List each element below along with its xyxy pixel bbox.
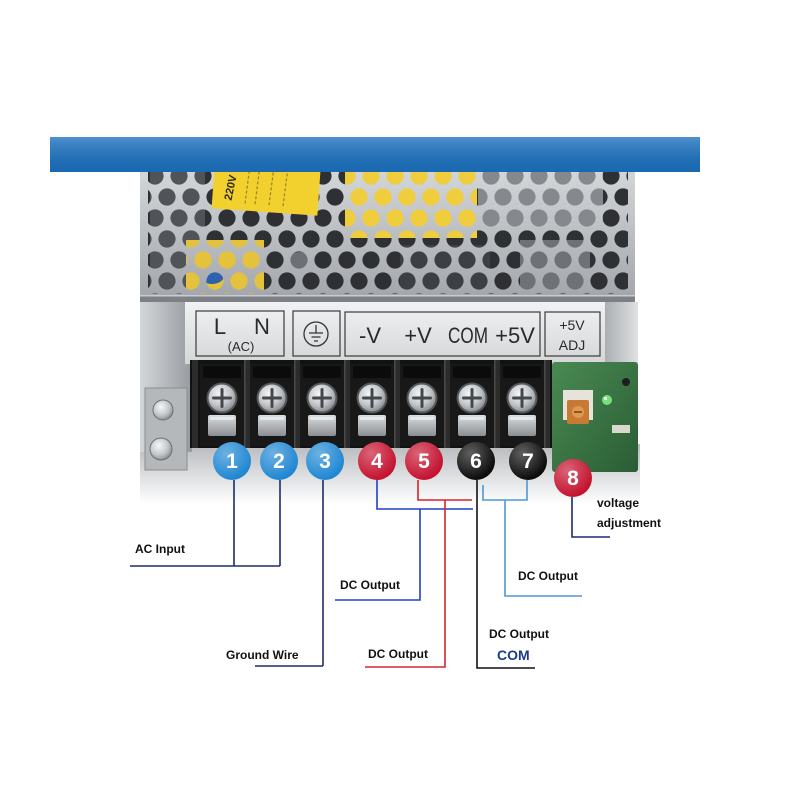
dc-output-neg-label: DC Output xyxy=(340,578,400,592)
label-adj-top: +5V xyxy=(559,317,585,333)
label-adj-bottom: ADJ xyxy=(559,337,585,353)
terminal-badge-8: 8 xyxy=(554,459,592,497)
ground-wire-leader-line xyxy=(255,480,324,667)
terminal-badge-3: 3 xyxy=(306,442,344,480)
bracket-screw-bottom xyxy=(149,437,173,461)
label-n: N xyxy=(254,314,270,339)
label-neg-v: -V xyxy=(359,323,381,348)
neg-v-leader-line xyxy=(335,480,473,601)
terminal-number-5: 5 xyxy=(418,450,430,473)
com-label: COM xyxy=(497,647,530,663)
pos-v-leader-line xyxy=(365,480,472,668)
mounting-bracket xyxy=(144,387,188,471)
terminal-number-7: 7 xyxy=(522,450,534,473)
terminal-label-panel: L N (AC) -V +V COM +5V +5V ADJ xyxy=(185,302,605,364)
label-pos-v: +V xyxy=(404,323,432,348)
sticker-voltage-text: 220V xyxy=(223,173,240,201)
terminal-badge-5: 5 xyxy=(405,442,443,480)
adj-leader-line xyxy=(571,497,610,538)
com-leader-line xyxy=(476,480,535,669)
terminal-badge-1: 1 xyxy=(213,442,251,480)
dc-output-pos-label: DC Output xyxy=(368,647,428,661)
bracket-screw-top xyxy=(152,399,174,421)
terminal-number-2: 2 xyxy=(273,450,285,473)
case-rim xyxy=(140,295,635,302)
terminal-screw-ground xyxy=(298,358,352,450)
terminal-badge-2: 2 xyxy=(260,442,298,480)
pcb-adjustment-area xyxy=(552,362,638,472)
dc-label-box xyxy=(344,311,541,357)
led-indicator xyxy=(602,395,612,405)
ac-label-box xyxy=(195,310,285,357)
ac-input-leader-line xyxy=(130,480,281,567)
terminal-number-8: 8 xyxy=(567,467,579,490)
top-banner xyxy=(50,137,700,172)
terminal-screw-l xyxy=(198,358,252,450)
plus-5v-leader-line xyxy=(482,480,582,597)
dc-output-com-label: DC Output xyxy=(489,627,549,641)
adjustment-label: adjustment xyxy=(597,516,661,530)
terminal-number-6: 6 xyxy=(470,450,482,473)
label-ac: (AC) xyxy=(228,339,255,354)
terminal-screw-pos-v xyxy=(398,358,452,450)
terminal-screw-neg-v xyxy=(348,358,402,450)
ac-input-label: AC Input xyxy=(135,542,185,556)
ground-label-box xyxy=(292,310,341,357)
label-l: L xyxy=(214,314,226,339)
terminal-block xyxy=(190,358,552,450)
terminal-badge-4: 4 xyxy=(358,442,396,480)
terminal-number-3: 3 xyxy=(319,450,331,473)
terminal-badge-6: 6 xyxy=(457,442,495,480)
terminal-badge-7: 7 xyxy=(509,442,547,480)
label-com: COM xyxy=(448,323,488,348)
terminal-screw-com xyxy=(448,358,502,450)
dc-output-5v-label: DC Output xyxy=(518,569,578,583)
voltage-label: voltage xyxy=(597,496,639,510)
terminal-number-1: 1 xyxy=(226,450,238,473)
case-right-wall xyxy=(600,302,638,364)
terminal-screw-n xyxy=(248,358,302,450)
terminal-screw-plus-5v xyxy=(498,358,552,450)
terminal-number-4: 4 xyxy=(371,450,383,473)
ground-wire-label: Ground Wire xyxy=(226,648,299,662)
ground-symbol-icon xyxy=(303,321,329,347)
adj-label-box xyxy=(544,311,601,357)
label-plus-5v: +5V xyxy=(495,323,535,348)
